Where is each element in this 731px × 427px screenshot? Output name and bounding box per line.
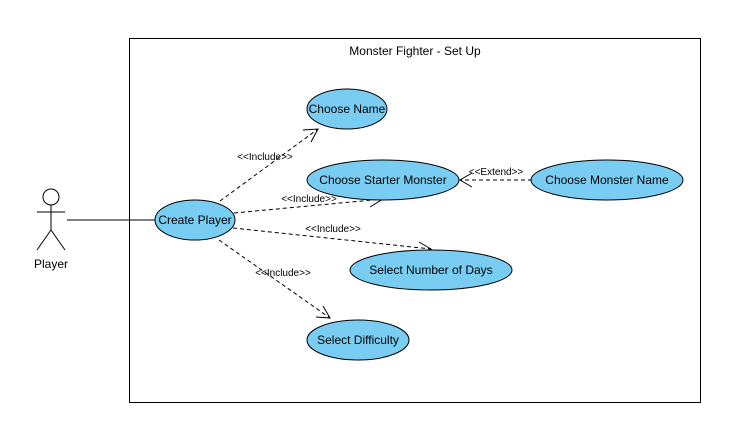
include-label-difficulty: <<Include>> bbox=[255, 268, 311, 279]
actor-label: Player bbox=[34, 257, 68, 271]
actor-head bbox=[42, 188, 60, 206]
actor-right-leg bbox=[50, 229, 66, 251]
use-case-label: Create Player bbox=[158, 213, 231, 227]
use-case-create-player[interactable]: Create Player bbox=[154, 199, 236, 241]
actor-player[interactable]: Player bbox=[34, 188, 68, 271]
use-case-select-difficulty[interactable]: Select Difficulty bbox=[306, 319, 410, 361]
use-case-label: Choose Starter Monster bbox=[319, 173, 446, 187]
extend-label-monster-name: <<Extend>> bbox=[469, 167, 524, 178]
include-label-starter-monster: <<Include>> bbox=[281, 194, 337, 205]
extend-edge-monster-name bbox=[459, 172, 532, 188]
use-case-label: Select Difficulty bbox=[317, 333, 399, 347]
use-case-choose-monster-name[interactable]: Choose Monster Name bbox=[530, 159, 684, 201]
include-label-choose-name: <<Include>> bbox=[237, 152, 293, 163]
use-case-select-number-of-days[interactable]: Select Number of Days bbox=[349, 249, 513, 291]
include-edge-choose-name bbox=[219, 128, 319, 202]
include-label-number-of-days: <<Include>> bbox=[305, 224, 361, 235]
use-case-choose-name[interactable]: Choose Name bbox=[306, 88, 388, 130]
system-title: Monster Fighter - Set Up bbox=[349, 44, 481, 58]
include-edge-difficulty bbox=[218, 239, 331, 319]
use-case-label: Select Number of Days bbox=[369, 263, 492, 277]
use-case-label: Choose Name bbox=[309, 102, 386, 116]
actor-left-leg bbox=[36, 229, 52, 251]
use-case-choose-starter-monster[interactable]: Choose Starter Monster bbox=[306, 159, 460, 201]
use-case-label: Choose Monster Name bbox=[545, 173, 669, 187]
